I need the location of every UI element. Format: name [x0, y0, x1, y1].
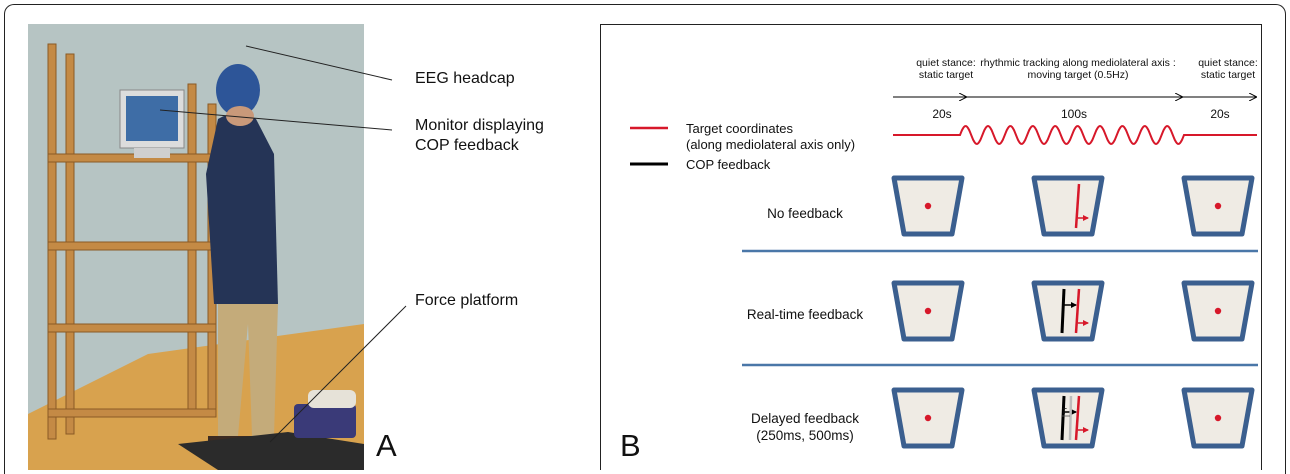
panel-a-letter: A — [376, 428, 397, 463]
callout-line-platform — [269, 305, 407, 443]
condition-realtime-feedback: Real-time feedback — [746, 307, 864, 322]
figure-frame — [4, 4, 1286, 474]
phase-2-duration: 100s — [1060, 107, 1088, 121]
delayed-cop-line — [1068, 395, 1073, 441]
condition-delayed-feedback: Delayed feedback — [750, 411, 860, 426]
target-dot — [1214, 202, 1222, 210]
feedback-screen — [1031, 387, 1105, 449]
phase-1-line1: quiet stance: — [916, 57, 976, 69]
legend-target-line1: Target coordinates — [686, 121, 793, 136]
cable-bundle — [308, 390, 356, 408]
callout-line-headcap — [245, 45, 393, 81]
feedback-screen — [1031, 175, 1105, 237]
label-monitor-line1: Monitor displaying — [415, 117, 544, 134]
phase-3-line2: static target — [1200, 69, 1256, 81]
phase-1-duration: 20s — [932, 107, 952, 121]
legend-cop: COP feedback — [686, 157, 771, 172]
target-line — [1074, 395, 1081, 441]
label-eeg-headcap: EEG headcap — [415, 70, 515, 87]
delay-tau-label: τ — [1061, 405, 1067, 417]
participant-figure — [206, 64, 278, 450]
condition-delayed-feedback-values: (250ms, 500ms) — [756, 428, 854, 443]
feedback-screen — [1031, 280, 1105, 342]
experiment-photo — [28, 24, 364, 470]
monitor-icon — [119, 89, 185, 158]
panel-b-frame — [600, 24, 1262, 470]
target-trajectory — [893, 125, 1257, 145]
panel-b-letter: B — [620, 428, 641, 463]
condition-no-feedback: No feedback — [767, 206, 843, 221]
phase-2-line1: rhythmic tracking along mediolateral axi… — [980, 57, 1176, 69]
cop-line — [1060, 395, 1066, 441]
callout-line-monitor — [159, 109, 393, 131]
target-dot — [924, 202, 932, 210]
phase-1-line2: static target — [918, 69, 974, 81]
phase-3-line1: quiet stance: — [1198, 57, 1258, 69]
target-dot — [1214, 414, 1222, 422]
target-dot — [924, 307, 932, 315]
force-platform — [178, 432, 364, 470]
phase-3-duration: 20s — [1210, 107, 1230, 121]
cop-line — [1060, 288, 1066, 334]
amplifier-box — [294, 404, 356, 438]
target-line — [1074, 288, 1081, 334]
target-line — [1074, 183, 1081, 229]
target-dot — [924, 414, 932, 422]
legend-target-line2: (along mediolateral axis only) — [686, 137, 856, 152]
label-force-platform: Force platform — [415, 292, 519, 309]
label-monitor-line2: COP feedback — [415, 137, 519, 154]
phase-2-line2: moving target (0.5Hz) — [1027, 69, 1129, 81]
target-dot — [1214, 307, 1222, 315]
